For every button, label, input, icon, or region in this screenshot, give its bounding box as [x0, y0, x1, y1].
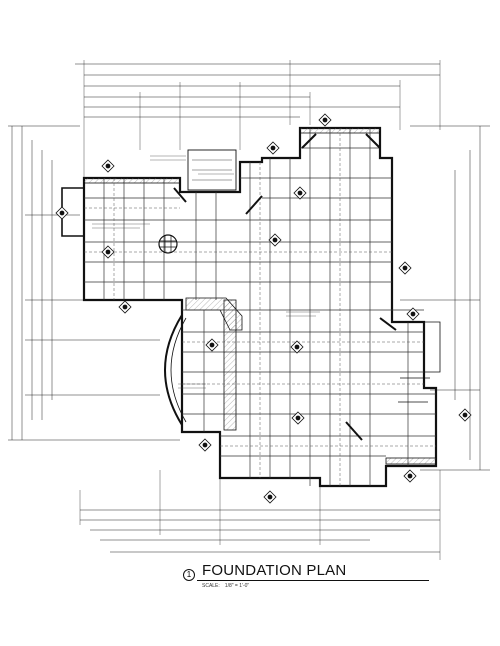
porch-outline [392, 321, 441, 403]
title-underline [197, 580, 429, 581]
diagonal-walls [173, 133, 397, 441]
dimension-lines-bottom [79, 470, 441, 560]
dimension-lines-right [400, 125, 490, 471]
drawing-title: FOUNDATION PLAN [202, 562, 347, 579]
scale-label: SCALE: [202, 583, 220, 589]
dimension-lines-top [75, 60, 441, 180]
view-number-callout-icon: 1 [183, 569, 195, 581]
footing-dashed-lines [84, 128, 436, 486]
section-cut-marker-icon [55, 113, 472, 504]
mechanical-room [187, 149, 237, 191]
dimension-lines-left [8, 125, 180, 441]
annotation-leaders [92, 155, 320, 389]
drawing-title-block: 1 FOUNDATION PLAN SCALE: 1/8" = 1'-0" [183, 562, 433, 592]
scale-note: SCALE: 1/8" = 1'-0" [202, 583, 254, 589]
scale-value: 1/8" = 1'-0" [224, 583, 250, 589]
grid-vent-icon [158, 234, 178, 254]
